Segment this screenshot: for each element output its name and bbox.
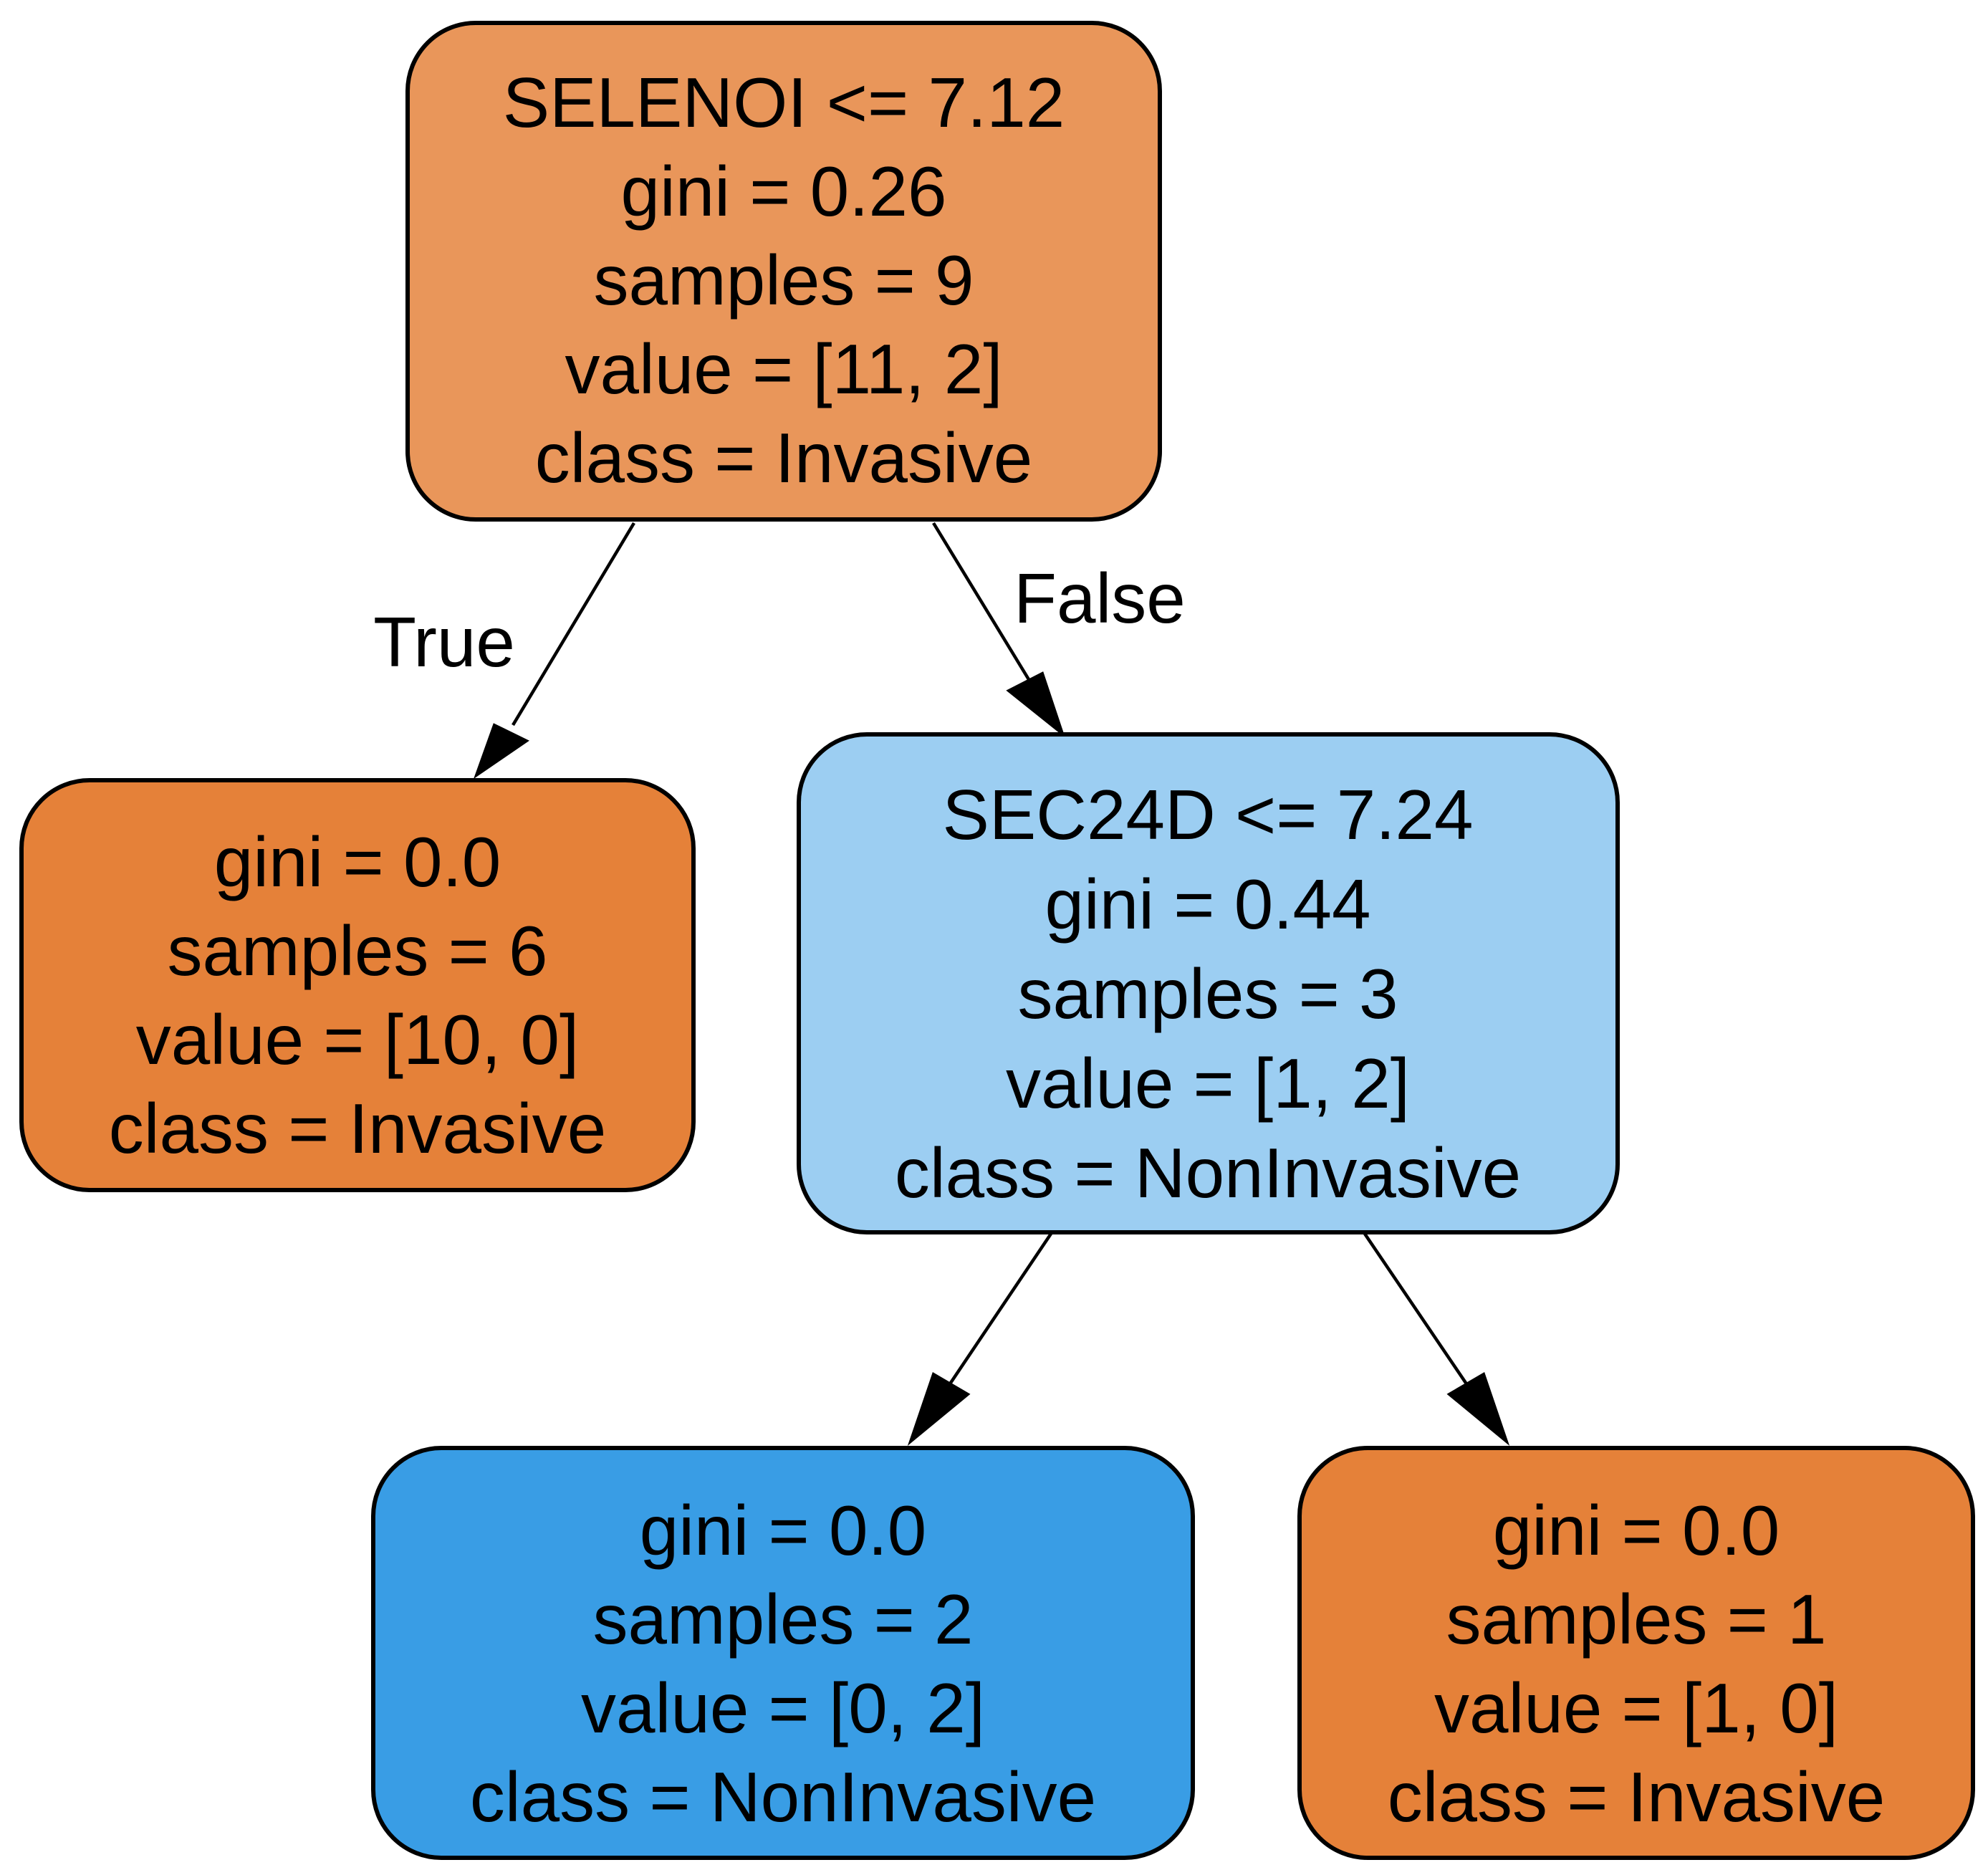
node-box [1297, 1446, 1975, 1860]
node-text: class = Invasive [109, 1089, 606, 1168]
node-text: SEC24D <= 7.24 [943, 775, 1474, 854]
node-text: samples = 9 [593, 241, 974, 320]
node-text: gini = 0.0 [1493, 1491, 1780, 1570]
node-box [797, 732, 1620, 1234]
edge-right-split-to-right-left-leaf [907, 1232, 1052, 1447]
edge-root-to-right-split: False [932, 522, 1186, 738]
node-text: samples = 1 [1446, 1580, 1826, 1659]
edge-label-false: False [1014, 559, 1186, 638]
node-text: value = [10, 0] [136, 1000, 579, 1079]
tree-node-root: SELENOI <= 7.12 gini = 0.26 samples = 9 … [405, 21, 1162, 522]
tree-node-right-left-leaf: gini = 0.0 samples = 2 value = [0, 2] cl… [371, 1446, 1195, 1860]
node-text: value = [11, 2] [565, 330, 1002, 408]
tree-node-left-leaf: gini = 0.0 samples = 6 value = [10, 0] c… [19, 778, 696, 1192]
node-text: class = NonInvasive [895, 1133, 1521, 1212]
node-box [405, 21, 1162, 522]
node-text: value = [1, 2] [1006, 1044, 1410, 1123]
node-text: class = Invasive [535, 418, 1032, 497]
node-text: gini = 0.44 [1045, 865, 1371, 944]
node-box [19, 778, 696, 1192]
edge-right-split-to-right-right-leaf [1363, 1232, 1510, 1447]
edge-label-true: True [373, 603, 515, 681]
node-text: value = [0, 2] [581, 1669, 985, 1747]
node-text: gini = 0.26 [621, 152, 947, 231]
tree-node-right-right-leaf: gini = 0.0 samples = 1 value = [1, 0] cl… [1297, 1446, 1975, 1860]
node-text: SELENOI <= 7.12 [503, 63, 1065, 142]
node-text: gini = 0.0 [214, 823, 501, 901]
node-text: gini = 0.0 [640, 1491, 926, 1570]
node-text: samples = 3 [1017, 954, 1398, 1033]
tree-node-right-split: SEC24D <= 7.24 gini = 0.44 samples = 3 v… [797, 732, 1620, 1234]
node-text: value = [1, 0] [1434, 1669, 1838, 1747]
node-box [371, 1446, 1195, 1860]
node-text: samples = 2 [592, 1580, 973, 1659]
node-text: class = Invasive [1388, 1757, 1885, 1836]
node-text: samples = 6 [167, 911, 547, 990]
edge-root-to-left: True [373, 522, 635, 780]
node-text: class = NonInvasive [470, 1757, 1096, 1836]
